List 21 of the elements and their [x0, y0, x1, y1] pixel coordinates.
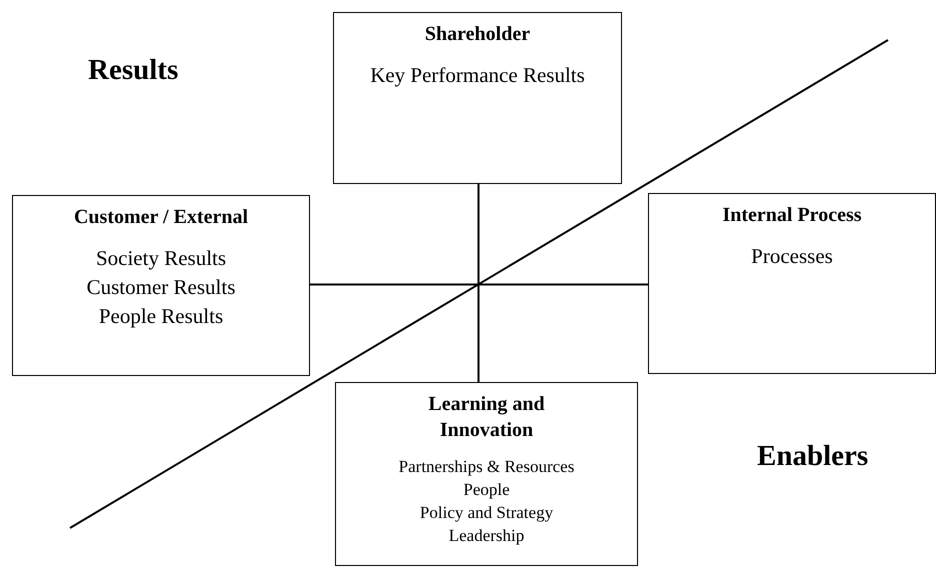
- box-text: Policy and Strategy: [418, 502, 554, 524]
- region-label: Enablers: [757, 440, 868, 473]
- text-box: [335, 382, 638, 566]
- box-text: Key Performance Results: [369, 62, 586, 89]
- connector-line: [310, 284, 648, 286]
- box-heading: Learning and Innovation: [427, 392, 546, 443]
- text-box: [333, 12, 622, 184]
- box-text: Society Results: [94, 245, 228, 272]
- connector-line: [478, 184, 480, 382]
- box-text: Partnerships & Resources: [398, 456, 576, 478]
- box-heading: Shareholder: [424, 22, 532, 47]
- box-text: People Results: [98, 303, 224, 330]
- region-label: Results: [88, 54, 178, 87]
- box-text: Customer Results: [86, 274, 236, 301]
- text-box: [12, 195, 310, 376]
- box-heading: Customer / External: [72, 205, 250, 230]
- text-box: [648, 193, 936, 374]
- box-text: Leadership: [448, 525, 526, 547]
- box-text: Processes: [750, 243, 834, 270]
- box-heading: Internal Process: [721, 203, 863, 228]
- box-text: People: [462, 479, 511, 501]
